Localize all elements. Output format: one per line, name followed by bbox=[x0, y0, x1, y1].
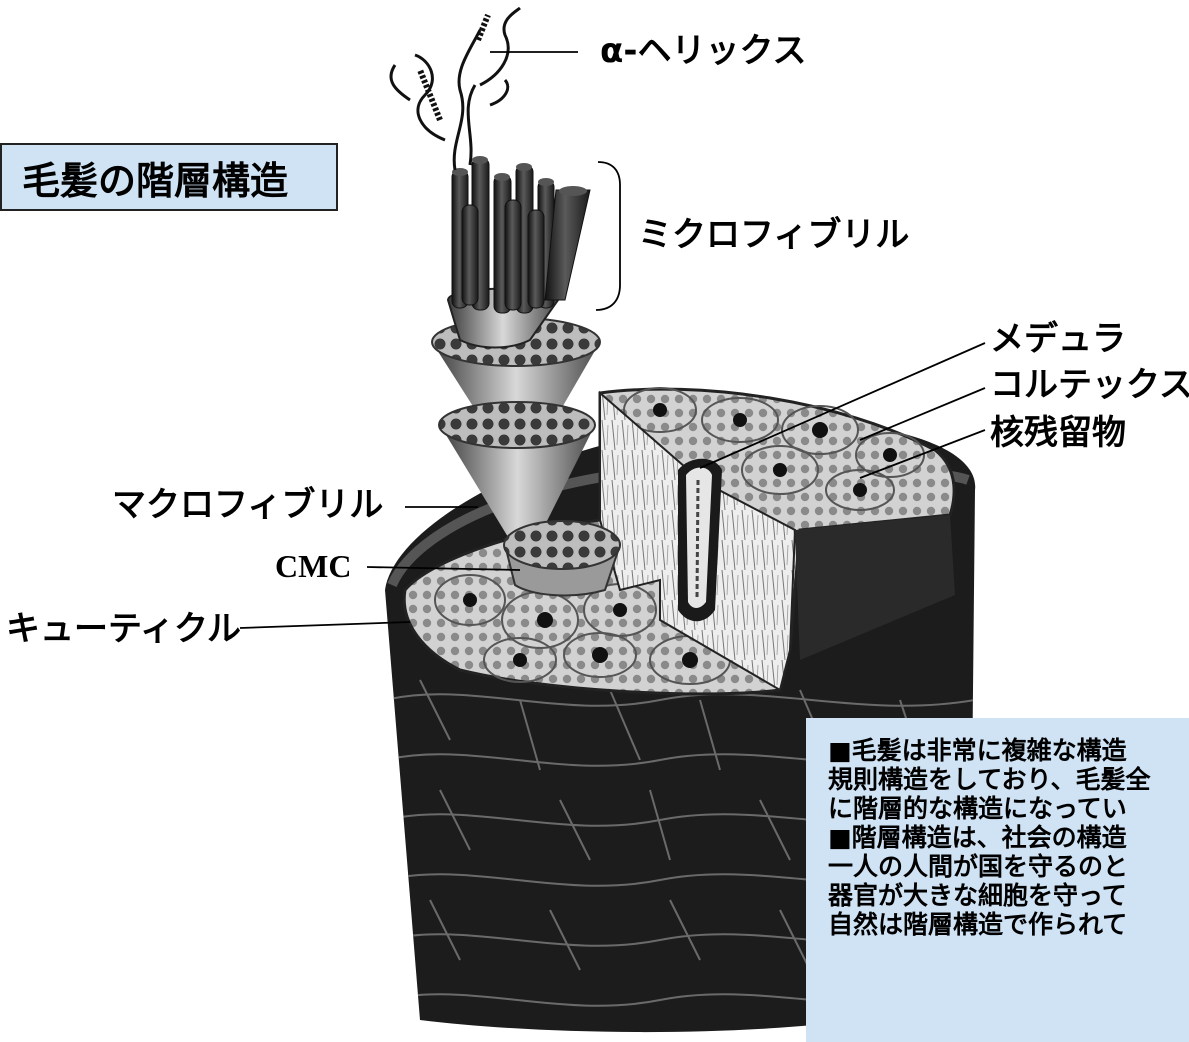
description-line: 一人の人間が国を守るのと bbox=[828, 852, 1129, 881]
description-line: 規則構造をしており、毛髪全 bbox=[828, 765, 1151, 794]
description-box: ■毛髪は非常に複雑な構造 規則構造をしており、毛髪全 に階層的な構造になってい … bbox=[806, 718, 1189, 1042]
nuclear-remnant-label: 核残留物 bbox=[990, 413, 1126, 453]
microfibril-bundle bbox=[446, 156, 591, 349]
description-line: に階層的な構造になってい bbox=[828, 794, 1127, 823]
description-line: 器官が大きな細胞を守って bbox=[828, 881, 1127, 910]
cmc-label: CMC bbox=[275, 548, 352, 584]
medulla-channel bbox=[678, 458, 722, 622]
macrofibril-label: マクロフィブリル bbox=[112, 485, 384, 525]
description-line: ■階層構造は、社会の構造 bbox=[828, 823, 1127, 852]
medulla-label: メデュラ bbox=[990, 319, 1126, 359]
leader-lines bbox=[239, 51, 986, 629]
cuticle-label: キューティクル bbox=[6, 609, 241, 649]
diagram-title: 毛髪の階層構造 bbox=[0, 143, 338, 211]
microfibril-label: ミクロフィブリル bbox=[638, 215, 910, 255]
description-line: 自然は階層構造で作られて bbox=[828, 910, 1128, 939]
description-line: ■毛髪は非常に複雑な構造 bbox=[828, 736, 1127, 765]
cortex-label: コルテックス bbox=[990, 365, 1189, 405]
alpha-helix-label: α-ヘリックス bbox=[600, 31, 807, 71]
alpha-helix-strands bbox=[389, 6, 521, 171]
